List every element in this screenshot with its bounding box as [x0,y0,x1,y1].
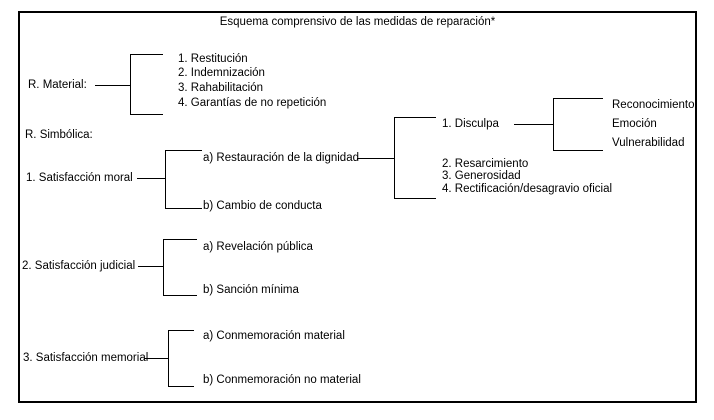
node-rectificacion: 4. Rectificación/desagravio oficial [442,183,613,195]
material-item-indemnizacion: 2. Indemnización [178,67,265,79]
bracket-dignidad-children [394,117,436,199]
node-cambio-conducta: b) Cambio de conducta [203,200,322,212]
node-reconocimiento: Reconocimiento [612,99,695,111]
connector-material [95,85,130,86]
connector-dignidad-children [357,158,394,159]
node-conmemoracion-material: a) Conmemoración material [203,330,345,342]
bracket-disculpa-children [553,98,603,151]
connector-moral [137,178,165,179]
node-vulnerabilidad: Vulnerabilidad [612,137,685,149]
diagram-frame [18,11,697,403]
material-item-restitucion: 1. Restitución [178,53,248,65]
node-sancion-minima: b) Sanción mínima [203,284,299,296]
node-r-simbolica: R. Simbólica: [25,129,93,141]
node-revelacion-publica: a) Revelación pública [203,241,313,253]
material-item-rahabilitacion: 3. Rahabilitación [178,82,264,94]
bracket-memorial [168,330,194,387]
node-generosidad: 3. Generosidad [442,170,521,182]
connector-disculpa-children [514,124,553,125]
connector-memorial [144,358,168,359]
node-r-material: R. Material: [28,79,87,91]
diagram-title: Esquema comprensivo de las medidas de re… [219,16,496,28]
node-satisfaccion-judicial: 2. Satisfacción judicial [22,260,136,272]
material-item-garantias: 4. Garantías de no repetición [178,97,327,109]
connector-judicial [138,266,163,267]
node-satisfaccion-moral: 1. Satisfacción moral [26,172,133,184]
bracket-material [130,54,163,115]
node-conmemoracion-no-material: b) Conmemoración no material [203,374,361,386]
bracket-judicial [163,239,197,296]
node-satisfaccion-memorial: 3. Satisfacción memorial [23,352,149,364]
node-restauracion-dignidad: a) Restauración de la dignidad [203,152,359,164]
bracket-moral [165,150,202,209]
node-resarcimiento: 2. Resarcimiento [442,158,529,170]
node-emocion: Emoción [612,118,657,130]
node-disculpa: 1. Disculpa [442,118,499,130]
